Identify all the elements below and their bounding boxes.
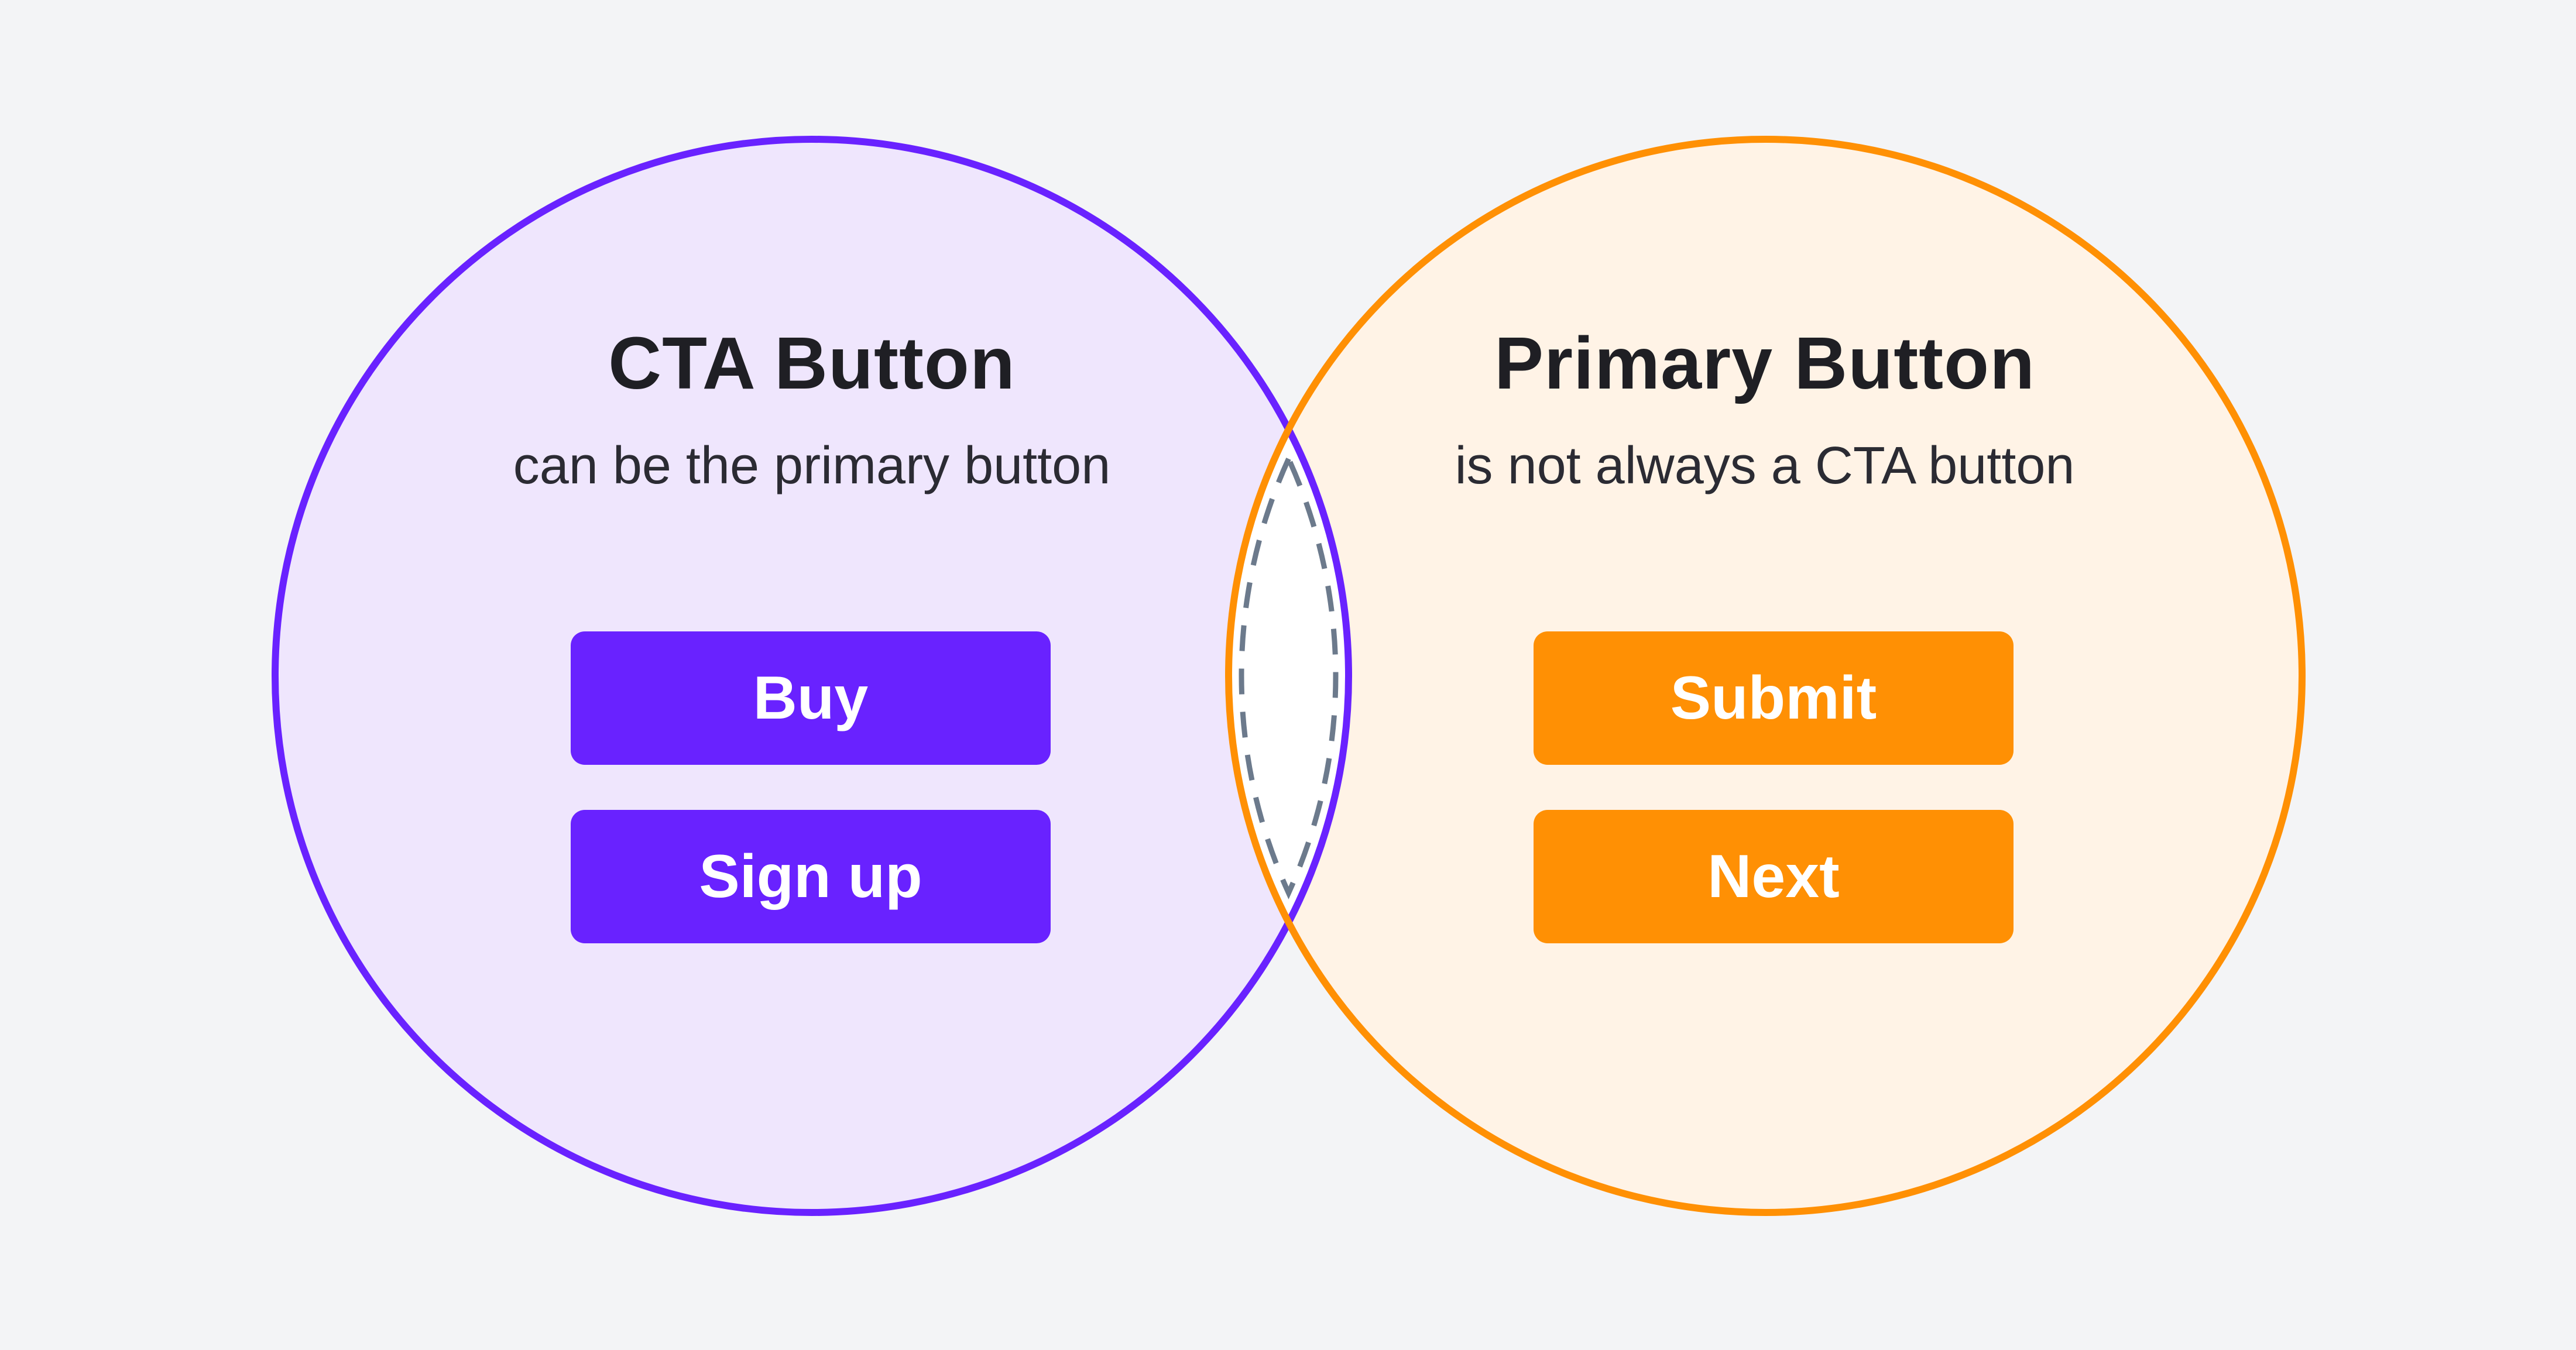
submit-button[interactable]: Submit [1534,631,2014,765]
left-circle-outline [272,136,1352,1216]
right-title: Primary Button [1494,322,2036,404]
left-subtitle: can be the primary button [513,437,1111,495]
overlap-dashed-outline [1239,452,1339,899]
left-title: CTA Button [608,322,1016,404]
sign-up-button[interactable]: Sign up [571,810,1051,943]
right-subtitle: is not always a CTA button [1455,437,2075,495]
buy-button[interactable]: Buy [571,631,1051,765]
right-circle-outline [1225,136,2306,1216]
next-button[interactable]: Next [1534,810,2014,943]
